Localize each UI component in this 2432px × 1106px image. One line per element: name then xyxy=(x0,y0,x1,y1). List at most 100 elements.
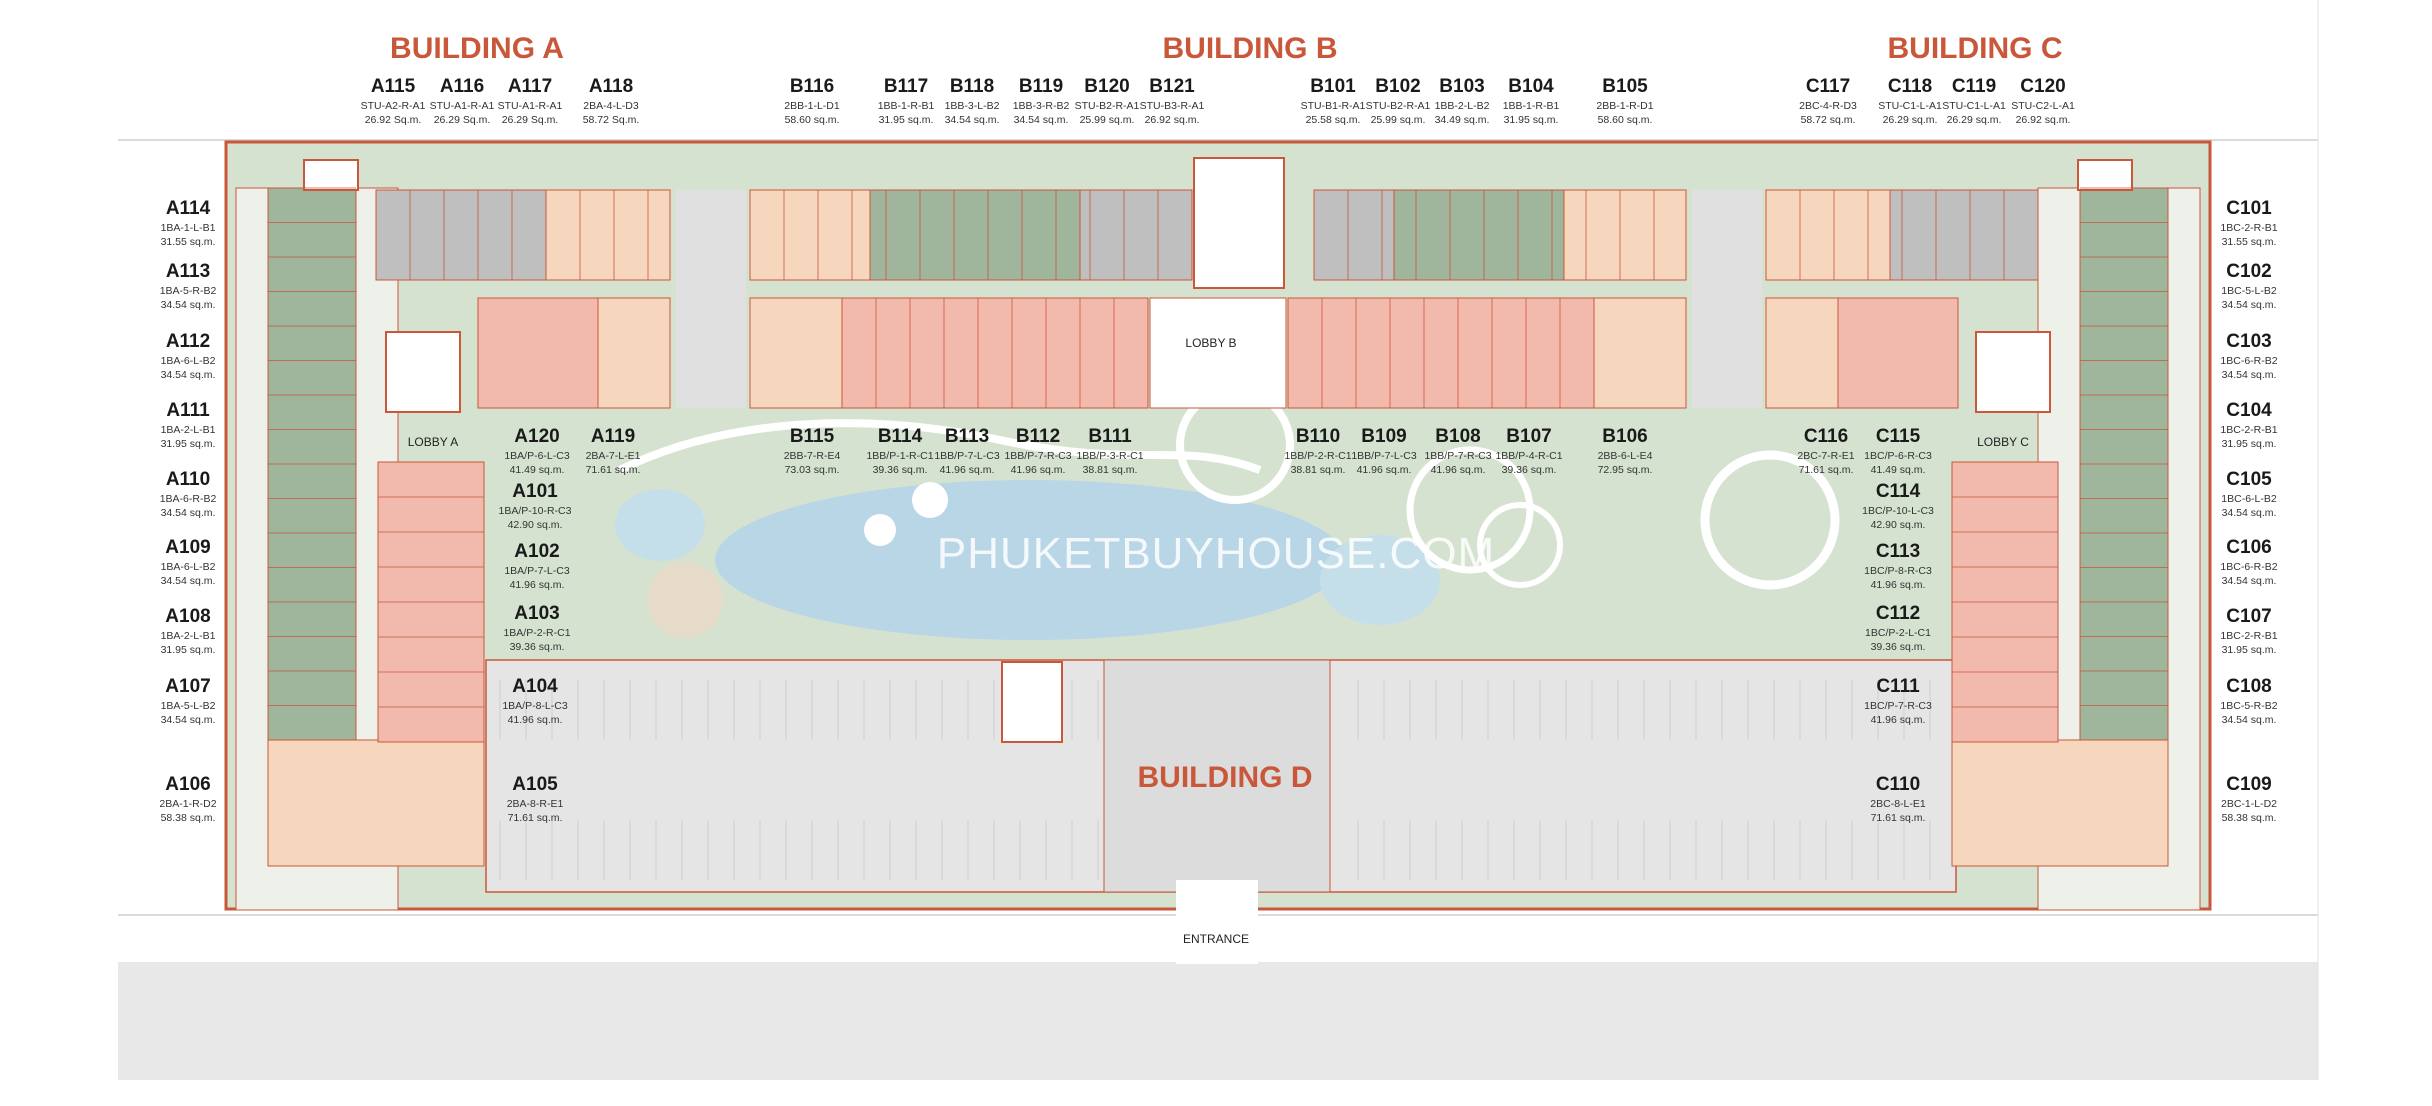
unit-code: B115 xyxy=(790,426,835,447)
pool-small-1 xyxy=(615,489,705,561)
unit-type: STU-B2-R-A1 xyxy=(1366,100,1431,112)
unit-type: 1BC/P-6-R-C3 xyxy=(1864,450,1932,462)
unit-code: C114 xyxy=(1876,481,1921,502)
unit-type: 1BB-1-R-B1 xyxy=(878,100,935,112)
unit-code: C112 xyxy=(1876,603,1920,624)
garden-feature-1 xyxy=(647,562,723,638)
unit-area: 39.36 sq.m. xyxy=(873,464,928,476)
unit-code: B121 xyxy=(1149,76,1195,97)
unit-type: 1BB-3-R-B2 xyxy=(1013,100,1070,112)
unit-area: 41.96 sq.m. xyxy=(1871,714,1926,726)
unit-area: 39.36 sq.m. xyxy=(510,641,565,653)
entrance-label: ENTRANCE xyxy=(1183,932,1249,946)
unit-type: 2BC-1-L-D2 xyxy=(2221,798,2277,810)
unit-type: 1BC/P-8-R-C3 xyxy=(1864,565,1932,577)
building-c-top-grey xyxy=(1889,189,2061,281)
unit-label: A107 1BA-5-L-B2 34.54 sq.m. xyxy=(161,676,216,726)
unit-code: A107 xyxy=(165,676,210,697)
unit-area: 34.54 sq.m. xyxy=(161,575,216,587)
unit-type: 2BB-6-L-E4 xyxy=(1598,450,1653,462)
unit-code: B109 xyxy=(1361,426,1406,447)
unit-code: C107 xyxy=(2226,606,2271,627)
unit-area: 34.54 sq.m. xyxy=(945,114,1000,126)
unit-code: C102 xyxy=(2226,261,2271,282)
unit-area: 72.95 sq.m. xyxy=(1598,464,1653,476)
unit-area: 31.55 sq.m. xyxy=(161,236,216,248)
unit-type: STU-B1-R-A1 xyxy=(1301,100,1366,112)
building-b-top-green-2 xyxy=(1393,189,1565,281)
unit-code: A108 xyxy=(165,606,210,627)
building-b-mid-pink-2 xyxy=(1287,297,1595,409)
unit-type: 1BC-2-R-B1 xyxy=(2220,222,2277,234)
unit-area: 34.54 sq.m. xyxy=(2222,507,2277,519)
unit-type: STU-A2-R-A1 xyxy=(361,100,426,112)
unit-area: 34.54 sq.m. xyxy=(2222,299,2277,311)
unit-code: A111 xyxy=(166,400,210,421)
building-b-top-grey-1 xyxy=(1079,189,1193,281)
unit-type: 1BB/P-2-R-C1 xyxy=(1284,450,1351,462)
unit-type: 1BC-6-R-B2 xyxy=(2220,355,2277,367)
unit-area: 39.36 sq.m. xyxy=(1502,464,1557,476)
unit-code: A118 xyxy=(589,76,633,97)
unit-area: 26.29 Sq.m. xyxy=(502,114,559,126)
unit-type: 1BC-2-R-B1 xyxy=(2220,630,2277,642)
unit-code: C118 xyxy=(1888,76,1932,97)
unit-area: 34.54 sq.m. xyxy=(2222,714,2277,726)
unit-type: 2BB-7-R-E4 xyxy=(784,450,841,462)
unit-type: 1BC-6-R-B2 xyxy=(2220,561,2277,573)
unit-type: 1BA-5-R-B2 xyxy=(160,285,217,297)
unit-type: 1BA-6-L-B2 xyxy=(161,561,216,573)
unit-area: 31.95 sq.m. xyxy=(2222,644,2277,656)
building-c-top-peach xyxy=(1765,189,1891,281)
building-a-top-grey xyxy=(375,189,547,281)
unit-area: 41.96 sq.m. xyxy=(1871,579,1926,591)
building-b-title: BUILDING B xyxy=(1163,32,1338,65)
unit-area: 71.61 sq.m. xyxy=(586,464,641,476)
unit-type: 1BA-5-L-B2 xyxy=(161,700,216,712)
unit-area: 34.54 sq.m. xyxy=(2222,575,2277,587)
unit-code: A119 xyxy=(591,426,635,447)
unit-area: 58.60 sq.m. xyxy=(1598,114,1653,126)
garden-feature-7 xyxy=(864,514,896,546)
unit-type: 1BA/P-7-L-C3 xyxy=(504,565,570,577)
building-c-lift xyxy=(2077,159,2133,191)
unit-area: 31.95 sq.m. xyxy=(161,644,216,656)
building-b-mid-pink-1 xyxy=(841,297,1149,409)
unit-area: 58.38 sq.m. xyxy=(2222,812,2277,824)
unit-code: B114 xyxy=(878,426,923,447)
unit-area: 34.54 sq.m. xyxy=(161,714,216,726)
unit-code: B105 xyxy=(1602,76,1648,97)
unit-type: 2BA-7-L-E1 xyxy=(586,450,641,462)
unit-area: 41.96 sq.m. xyxy=(510,579,565,591)
unit-area: 58.60 sq.m. xyxy=(785,114,840,126)
building-a-top-peach xyxy=(545,189,671,281)
unit-type: 1BB-3-L-B2 xyxy=(945,100,1000,112)
unit-type: 1BA-6-R-B2 xyxy=(160,493,217,505)
unit-type: 2BC-8-L-E1 xyxy=(1870,798,1926,810)
unit-code: A113 xyxy=(166,261,210,282)
lobby-c-label: LOBBY C xyxy=(1977,435,2029,449)
unit-area: 41.96 sq.m. xyxy=(1011,464,1066,476)
unit-area: 41.49 sq.m. xyxy=(1871,464,1926,476)
unit-type: 1BC-5-R-B2 xyxy=(2220,700,2277,712)
unit-code: A105 xyxy=(512,774,558,795)
unit-code: C116 xyxy=(1804,426,1848,447)
